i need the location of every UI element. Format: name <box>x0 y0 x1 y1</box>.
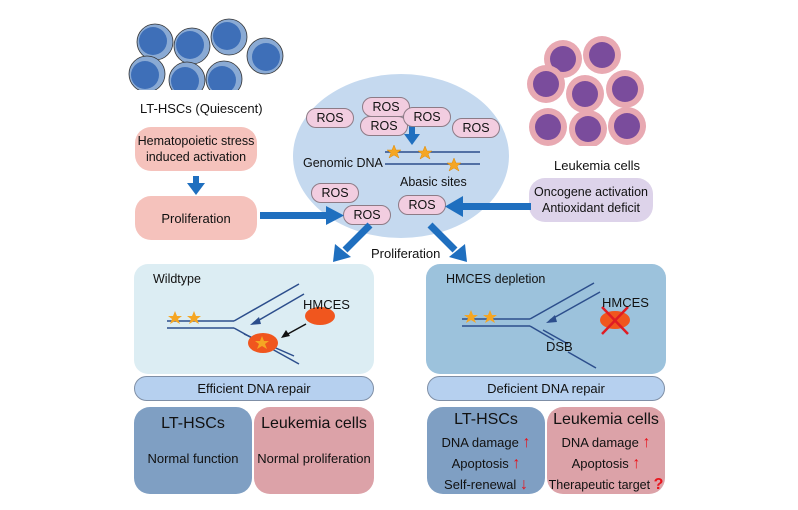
hsc-cell <box>168 61 206 90</box>
hsc-cell <box>246 37 284 75</box>
outcome-text: Normal function <box>147 451 239 466</box>
depletion-hmces-label: HMCES <box>602 295 649 310</box>
outcome-title: LT-HSCs <box>161 415 225 432</box>
leukemia-cell <box>529 108 567 146</box>
abasic-site-star-icon <box>187 311 201 324</box>
dsb-label: DSB <box>546 339 573 354</box>
abasic-site-star-icon <box>464 310 478 323</box>
abasic-site-star-icon <box>446 157 462 172</box>
cross-icon <box>601 306 629 335</box>
outcome-line-text: Apoptosis <box>571 456 629 471</box>
abasic-site-star-icon <box>386 144 402 159</box>
ros-bubble: ROS <box>362 97 410 117</box>
up-arrow-icon: ↑ <box>632 455 641 472</box>
diverging-arrows <box>333 222 467 262</box>
outcome-line-text: DNA damage <box>561 435 639 450</box>
outcome-title: Leukemia cells <box>261 415 367 432</box>
leukemia-label: Leukemia cells <box>554 158 640 173</box>
outcome-title: LT-HSCs <box>454 411 518 428</box>
proliferation-center-label: Proliferation <box>371 246 441 261</box>
right-diverge-arrow-icon <box>427 222 467 262</box>
wildtype-hsc-outcome: LT-HSCs Normal function <box>134 407 252 494</box>
up-arrow-icon: ↑ <box>642 434 651 451</box>
depletion-title: HMCES depletion <box>446 272 546 286</box>
outcome-text: Normal proliferation <box>257 451 371 466</box>
leukemia-cell <box>583 36 621 74</box>
outcome-line: Therapeutic target ? <box>547 476 665 494</box>
abasic-site-star-icon <box>483 310 497 323</box>
ros-bubble: ROS <box>452 118 500 138</box>
abasic-sites-label: Abasic sites <box>400 175 467 189</box>
hmces-protein-icon <box>305 307 335 325</box>
leukemia-cell <box>608 107 646 145</box>
outcome-line-text: Self-renewal <box>444 477 517 492</box>
ros-bubble: ROS <box>311 183 359 203</box>
stress-activation-box: Hematopoietic stress induced activation <box>135 127 257 171</box>
abasic-site-star-icon <box>417 145 433 160</box>
abasic-site-star-icon <box>168 311 182 324</box>
outcome-line: DNA damage ↑ <box>547 434 665 452</box>
oncogene-box: Oncogene activation Antioxidant deficit <box>529 178 653 222</box>
left-diverge-arrow-icon <box>333 222 373 262</box>
hsc-cell <box>210 18 248 56</box>
ros-bubble: ROS <box>398 195 446 215</box>
depletion-replication-fork <box>462 282 630 369</box>
lt-hsc-label: LT-HSCs (Quiescent) <box>140 101 263 116</box>
genomic-dna-label: Genomic DNA <box>303 156 383 170</box>
outcome-line-text: DNA damage <box>441 435 519 450</box>
ros-bubble: ROS <box>360 116 408 136</box>
leukemia-cell <box>527 65 565 103</box>
depletion-leukemia-outcome: Leukemia cells DNA damage ↑ Apoptosis ↑ … <box>547 407 665 494</box>
outcome-title: Leukemia cells <box>553 411 659 428</box>
up-arrow-icon: ↑ <box>522 434 531 451</box>
oncogene-line-1: Oncogene activation <box>534 185 648 199</box>
genomic-dna <box>385 144 480 172</box>
leukemia-cell <box>566 75 604 113</box>
wildtype-hmces-label: HMCES <box>303 297 350 312</box>
question-mark-icon: ? <box>653 476 664 493</box>
wildtype-title: Wildtype <box>153 272 201 286</box>
stress-line-1: Hematopoietic stress <box>137 134 255 148</box>
outcome-line-text: Therapeutic target <box>548 478 651 492</box>
efficient-repair-bar: Efficient DNA repair <box>134 376 374 401</box>
stress-line-2: induced activation <box>145 150 247 164</box>
outcome-line: Apoptosis ↑ <box>427 455 545 473</box>
oncogene-line-2: Antioxidant deficit <box>542 201 640 215</box>
lt-hsc-cluster <box>128 18 284 90</box>
ros-bubble: ROS <box>403 107 451 127</box>
wildtype-replication-fork <box>167 283 335 365</box>
outcome-line: Apoptosis ↑ <box>547 455 665 473</box>
leukemia-cell <box>606 70 644 108</box>
down-arrow-icon: ↓ <box>519 476 528 493</box>
right-to-nucleus-arrow-icon <box>445 196 531 217</box>
down-arrow-icon <box>187 176 205 195</box>
hsc-cell <box>136 23 174 61</box>
abasic-site-star-icon <box>255 336 269 349</box>
outcome-line-text: Apoptosis <box>451 456 509 471</box>
hsc-cell <box>173 27 211 65</box>
leukemia-cluster <box>527 36 646 146</box>
up-arrow-icon: ↑ <box>512 455 521 472</box>
ros-bubble: ROS <box>306 108 354 128</box>
proliferation-box: Proliferation <box>135 196 257 240</box>
deficient-repair-bar: Deficient DNA repair <box>427 376 665 401</box>
outcome-line: DNA damage ↑ <box>427 434 545 452</box>
outcome-line: Self-renewal ↓ <box>427 476 545 494</box>
hsc-cell <box>128 55 166 90</box>
ros-to-dna-arrow-icon <box>404 126 420 145</box>
leukemia-cell <box>569 110 607 146</box>
wildtype-leukemia-outcome: Leukemia cells Normal proliferation <box>254 407 374 494</box>
hsc-cell <box>205 60 243 90</box>
depletion-hsc-outcome: LT-HSCs DNA damage ↑ Apoptosis ↑ Self-re… <box>427 407 545 494</box>
left-to-nucleus-arrow-icon <box>260 206 344 225</box>
